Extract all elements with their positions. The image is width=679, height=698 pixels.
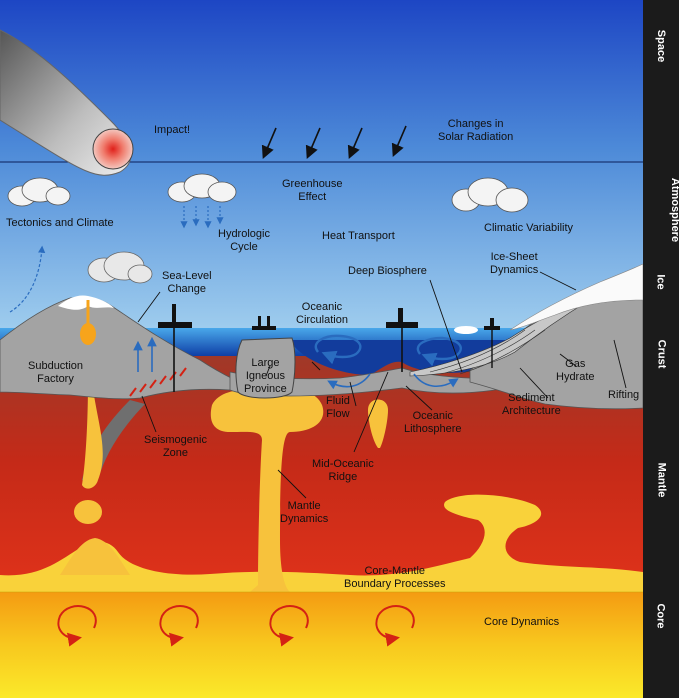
mantle-plume bbox=[210, 389, 324, 592]
core-swirls bbox=[57, 605, 415, 647]
volcano-snowcap bbox=[58, 295, 114, 310]
fluid-flow-blob bbox=[368, 399, 388, 448]
label-climatic-variability: Climatic Variability bbox=[484, 222, 574, 234]
drill-rig-right bbox=[484, 318, 500, 368]
core-band bbox=[0, 592, 643, 698]
drill-ship-right bbox=[386, 308, 418, 372]
seismogenic-marks bbox=[129, 367, 187, 397]
layer-sidebar bbox=[643, 0, 679, 698]
layer-label-ice: Ice bbox=[654, 274, 667, 290]
leader-lines bbox=[137, 271, 627, 499]
lithosphere-flow-left bbox=[327, 373, 371, 390]
label-deep-biosphere: Deep Biosphere bbox=[348, 265, 427, 277]
cloud-hydrologic bbox=[167, 173, 237, 203]
core-mantle-boundary bbox=[0, 494, 643, 600]
drill-rig-center bbox=[252, 316, 276, 330]
circulation-loop-left bbox=[314, 334, 362, 365]
layer-label-mantle: Mantle bbox=[655, 462, 667, 498]
layer-label-core: Core bbox=[655, 603, 667, 629]
layer-label-space: Space bbox=[654, 29, 667, 63]
tectonics-arrow bbox=[9, 245, 46, 313]
magma-drop bbox=[74, 500, 102, 524]
solar-arrow-1 bbox=[261, 127, 277, 159]
magma-chamber bbox=[80, 323, 96, 345]
label-core-dynamics: Core Dynamics bbox=[484, 616, 560, 628]
layer-label-crust: Crust bbox=[654, 339, 667, 369]
solar-arrow-2 bbox=[305, 127, 321, 159]
cloud-left bbox=[7, 177, 71, 207]
rain-arrows bbox=[180, 206, 224, 229]
drill-ship-left bbox=[158, 304, 192, 392]
layer-label-atmosphere: Atmosphere bbox=[669, 177, 679, 243]
uplift-arrows bbox=[133, 336, 157, 372]
solar-arrow-4 bbox=[391, 125, 407, 157]
sediment-layers bbox=[429, 329, 546, 375]
lithosphere-flow-right bbox=[413, 373, 459, 388]
solar-arrow-3 bbox=[347, 127, 363, 159]
igneous-province-plateau bbox=[235, 337, 296, 399]
mantle-upwelling bbox=[60, 538, 130, 575]
subduction-magma bbox=[82, 380, 103, 489]
circulation-loop-right bbox=[416, 336, 462, 367]
volcano-plume-cloud-c bbox=[127, 264, 153, 284]
label-rifting: Rifting bbox=[608, 389, 640, 401]
impact-comet-head bbox=[92, 128, 134, 170]
cloud-right bbox=[451, 177, 529, 213]
label-heat-transport: Heat Transport bbox=[322, 230, 395, 242]
label-impact: Impact! bbox=[154, 124, 191, 136]
iceberg bbox=[454, 326, 478, 334]
label-tectonics-climate: Tectonics and Climate bbox=[6, 217, 114, 229]
